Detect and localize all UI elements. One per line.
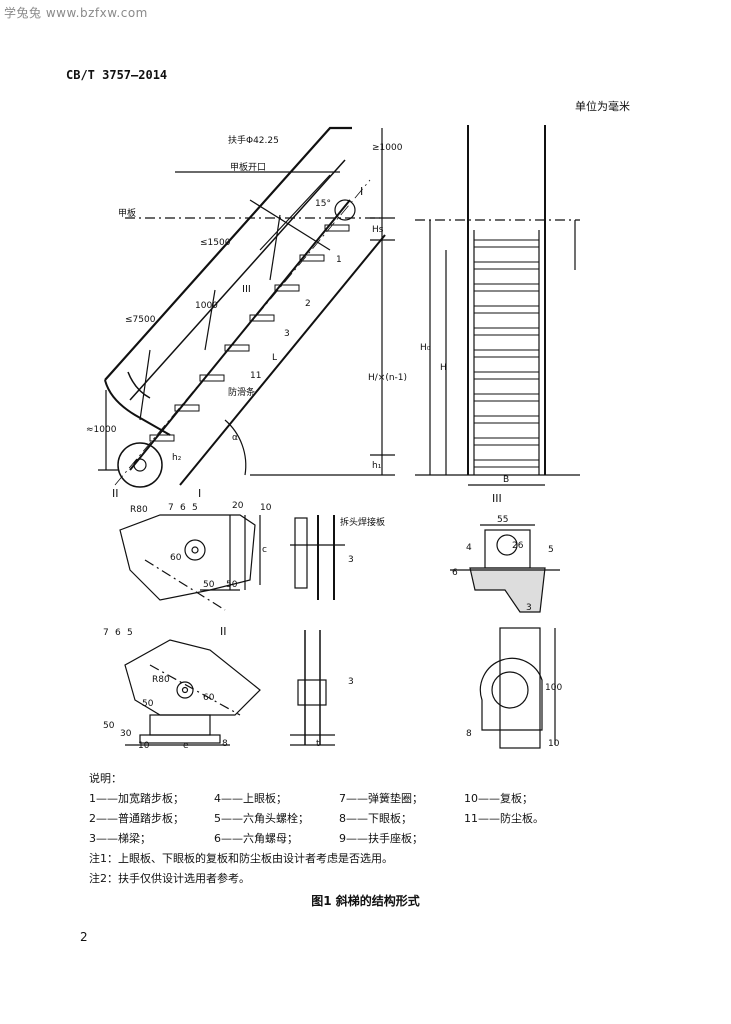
label-view-III-main: III	[242, 284, 251, 295]
detail-III	[450, 524, 560, 749]
label-h1: h₁	[372, 461, 382, 471]
label-len-1500: ≤1500	[200, 238, 231, 248]
legend-row: 3——梯梁； 6——六角螺母； 9——扶手座板；	[89, 829, 589, 849]
detail-III-title: III	[492, 492, 502, 505]
detail-I-r80: R80	[130, 505, 148, 515]
inclined-ladder-side-view	[98, 126, 395, 488]
legend-item: 1——加宽踏步板；	[89, 792, 184, 805]
callout-1: 1	[336, 255, 342, 265]
label-formula: H/×(n-1)	[368, 373, 407, 383]
detail-III-d10: 10	[548, 739, 560, 749]
legend-item: 10——复板；	[464, 792, 533, 805]
detail-II-title: II	[220, 625, 227, 638]
detail-III-d26: 26	[512, 541, 524, 551]
label-len-7500: ≤7500	[125, 315, 156, 325]
callout-3: 3	[284, 329, 290, 339]
detail-II-num-5: 5	[127, 628, 133, 638]
detail-I-d50: 50	[203, 580, 215, 590]
detail-II-num-6: 6	[115, 628, 121, 638]
callout-2: 2	[305, 299, 311, 309]
detail-I-num-7: 7	[168, 503, 174, 513]
legend-item: 11——防尘板。	[464, 812, 544, 825]
figure-caption: 图1 斜梯的结构形式	[311, 894, 420, 908]
legend-item: 4——上眼板；	[214, 792, 287, 805]
legend-item: 7——弹簧垫圈；	[339, 792, 423, 805]
unit-note: 单位为毫米	[575, 100, 630, 113]
legend-item: 9——扶手座板；	[339, 832, 423, 845]
label-anti-slip: 防滑条	[228, 386, 255, 398]
label-angle-15: 15°	[315, 199, 331, 209]
detail-II-e: e	[183, 741, 189, 751]
label-h-1000-top: ≥1000	[372, 143, 403, 153]
notes-block: 说明： 1——加宽踏步板； 4——上眼板； 7——弹簧垫圈； 10——复板； 2…	[89, 769, 589, 889]
label-h2: h₂	[172, 453, 182, 463]
detail-II-d50: 50	[142, 699, 154, 709]
detail-I-plate-label: 拆头焊接板	[340, 516, 385, 528]
label-view-II-main: II	[112, 487, 119, 500]
detail-III-callout-3: 3	[526, 603, 532, 613]
legend-item: 5——六角头螺栓；	[214, 812, 309, 825]
detail-III-d5: 5	[548, 545, 554, 555]
legend-item: 3——梯梁；	[89, 832, 151, 845]
detail-II	[124, 630, 335, 746]
label-alpha: α	[232, 433, 238, 443]
legend-item: 8——下眼板；	[339, 812, 412, 825]
watermark: 学兔兔 www.bzfxw.com	[4, 6, 148, 20]
detail-I-d60: 60	[170, 553, 182, 563]
legend-row: 2——普通踏步板； 5——六角头螺栓； 8——下眼板； 11——防尘板。	[89, 809, 589, 829]
detail-I-d10: 10	[260, 503, 272, 513]
legend-row: 1——加宽踏步板； 4——上眼板； 7——弹簧垫圈； 10——复板；	[89, 789, 589, 809]
detail-II-d8: 8	[222, 739, 228, 749]
detail-I-num-5: 5	[192, 503, 198, 513]
detail-III-d100: 100	[545, 683, 562, 693]
label-view-I-main: I	[360, 185, 363, 198]
label-h-1000-left: ≈1000	[86, 425, 117, 435]
label-B: B	[503, 475, 509, 485]
legend-item: 6——六角螺母；	[214, 832, 298, 845]
notes-title: 说明：	[89, 772, 122, 785]
label-H0: H₀	[420, 343, 431, 353]
label-Hs: Hs	[372, 225, 384, 235]
detail-I	[119, 514, 345, 611]
detail-II-d60: 60	[203, 693, 215, 703]
legend-item: 2——普通踏步板；	[89, 812, 184, 825]
page-number: 2	[80, 930, 88, 944]
detail-II-t: t	[316, 739, 320, 749]
label-handrail: 扶手Φ42.25	[228, 134, 279, 146]
detail-II-callout-3: 3	[348, 677, 354, 687]
detail-II-d30: 30	[120, 729, 132, 739]
label-h-1000-mid: 1000	[195, 301, 218, 311]
callout-11: 11	[250, 371, 261, 381]
label-L: L	[272, 353, 277, 363]
detail-III-d4: 4	[466, 543, 472, 553]
label-deck: 甲板	[118, 207, 136, 219]
detail-I-callout-3: 3	[348, 555, 354, 565]
detail-III-d8: 8	[466, 729, 472, 739]
detail-I-title: I	[198, 487, 201, 500]
detail-III-d55: 55	[497, 515, 508, 525]
note-1: 注1：上眼板、下眼板的复板和防尘板由设计者考虑是否选用。	[89, 852, 393, 865]
detail-II-d50b: 50	[103, 721, 115, 731]
standard-number: CB/T 3757—2014	[66, 68, 168, 82]
label-H: H	[440, 363, 447, 373]
detail-III-d6: 6	[452, 568, 458, 578]
detail-I-c: c	[262, 545, 267, 555]
note-2: 注2：扶手仅供设计选用者参考。	[89, 872, 250, 885]
detail-I-d20: 20	[232, 501, 244, 511]
detail-II-r80: R80	[152, 675, 170, 685]
detail-I-num-6: 6	[180, 503, 186, 513]
detail-II-d10: 10	[138, 741, 150, 751]
inclined-ladder-front-view	[415, 125, 580, 486]
label-deck-opening: 甲板开口	[230, 161, 266, 173]
detail-I-d50b: 50	[226, 580, 238, 590]
detail-II-num-7: 7	[103, 628, 109, 638]
